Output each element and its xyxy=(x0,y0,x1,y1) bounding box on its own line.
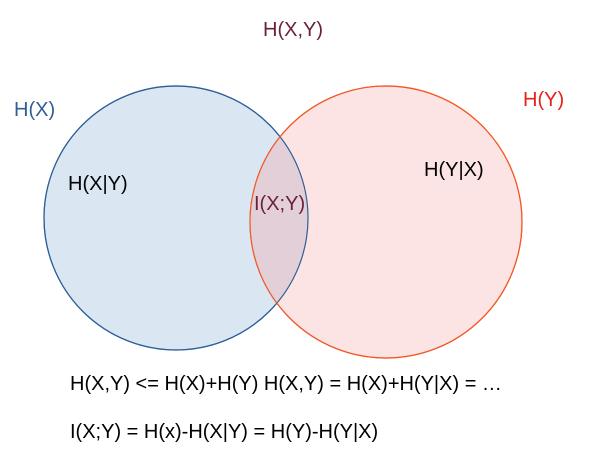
equation-line-1: H(X,Y) <= H(X)+H(Y) H(X,Y) = H(X)+H(Y|X)… xyxy=(70,373,502,395)
hx-given-y-label: H(X|Y) xyxy=(68,173,128,195)
equation-line-2: I(X;Y) = H(x)-H(X|Y) = H(Y)-H(Y|X) xyxy=(70,421,379,443)
joint-entropy-label: H(X,Y) xyxy=(263,19,323,41)
hy-given-x-label: H(Y|X) xyxy=(424,159,484,181)
hx-circle-outline xyxy=(43,85,309,351)
hy-label: H(Y) xyxy=(523,89,565,111)
hx-label: H(X) xyxy=(14,99,56,121)
hy-circle-outline xyxy=(249,85,523,359)
mutual-information-label: I(X;Y) xyxy=(254,193,306,215)
